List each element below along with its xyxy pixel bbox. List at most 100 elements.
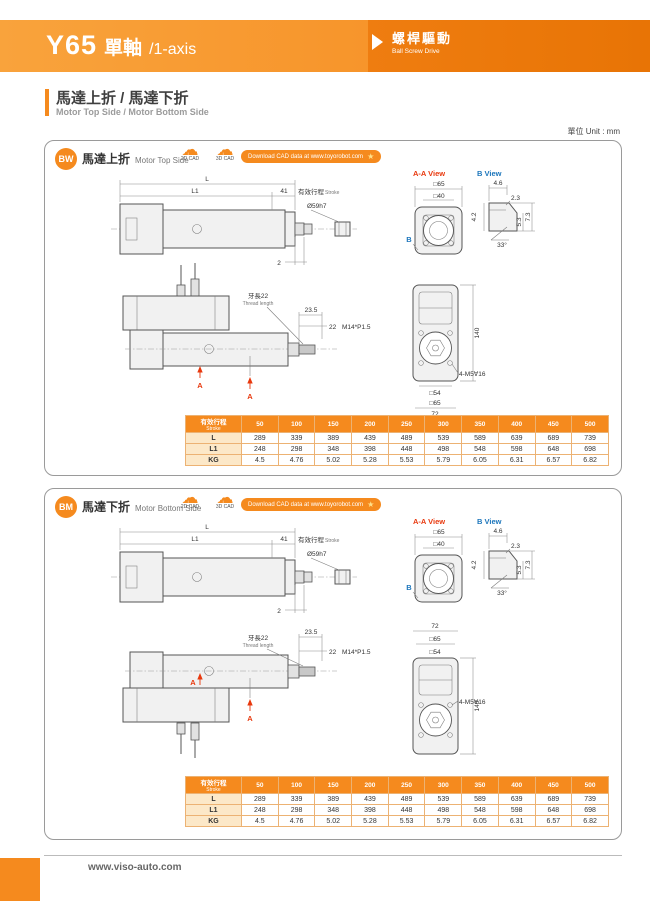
download-cad-banner[interactable]: Download CAD data at www.toyorobot.com ★: [241, 150, 382, 163]
bw-technical-drawing: L L1 41 有效行程 Stroke Ø59h7 2: [111, 169, 535, 418]
dim-L-label: L: [205, 176, 209, 183]
triangle-icon: [372, 33, 383, 50]
thread-length-label-cn: 牙長22: [248, 292, 269, 300]
thread-length-label-cn: 牙長22: [248, 634, 269, 642]
value-cell: 639: [497, 793, 536, 805]
value-cell: 539: [424, 793, 463, 805]
footer-divider: [44, 855, 622, 856]
aa-view: A-A View □65 □40 B: [406, 169, 463, 255]
stroke-column-header: 350: [461, 415, 499, 433]
motor-top-view-drawing: 牙長22 Thread length 23.5 22 M14*P1.5 A A: [122, 263, 371, 401]
value-cell: 589: [461, 793, 499, 805]
row-label-cell: L: [185, 432, 242, 444]
value-cell: 6.82: [571, 454, 609, 466]
aa-view-title: A-A View: [413, 517, 445, 526]
value-cell: 6.05: [461, 815, 499, 827]
value-cell: 739: [571, 793, 609, 805]
footer-corner-accent: [0, 858, 40, 901]
dim-4-6-label: 4.6: [493, 528, 502, 535]
dim-L-label: L: [205, 524, 209, 531]
stroke-column-header: 150: [314, 776, 353, 794]
value-cell: 489: [387, 432, 426, 444]
section-subtitle: Motor Top Side / Motor Bottom Side: [56, 107, 209, 117]
dim-L1-label: L1: [191, 188, 199, 195]
dim-54-label: □54: [429, 390, 441, 397]
value-cell: 5.79: [424, 454, 463, 466]
value-cell: 4.76: [277, 815, 316, 827]
value-cell: 389: [314, 793, 353, 805]
title-en: /1-axis: [149, 41, 197, 58]
cad-3d-button[interactable]: ☁↓ 3D CAD: [210, 141, 240, 162]
value-cell: 289: [241, 793, 279, 805]
title-cn: 單軸: [104, 38, 143, 59]
value-cell: 598: [497, 443, 536, 455]
thread-spec-label: M14*P1.5: [342, 324, 371, 331]
section-a-label: A: [247, 714, 253, 723]
stroke-column-header: 50: [241, 776, 279, 794]
badge-en: Ball Screw Drive: [392, 48, 440, 55]
cloud-download-icon: ☁↓: [210, 489, 240, 507]
section-a-label: A: [197, 381, 203, 390]
thread-length-label-en: Thread length: [243, 301, 274, 307]
panel-heading: 馬達下折 Motor Bottom Side: [82, 498, 201, 515]
dim-72-label: 72: [431, 623, 439, 630]
stroke-label-en: Stroke: [325, 190, 340, 196]
badge-cn: 螺桿驅動: [392, 31, 453, 46]
cad-3d-button[interactable]: ☁↓ 3D CAD: [210, 489, 240, 510]
value-cell: 339: [277, 432, 316, 444]
page-title: Y65 單軸 /1-axis: [46, 30, 196, 61]
value-cell: 339: [277, 793, 316, 805]
value-cell: 289: [241, 432, 279, 444]
b-mark-label: B: [406, 583, 412, 592]
dim-54-label: □54: [429, 649, 441, 656]
thread-length-label-en: Thread length: [243, 643, 274, 649]
download-cad-banner[interactable]: Download CAD data at www.toyorobot.com ★: [241, 498, 382, 511]
dim-22-label: 22: [329, 649, 337, 656]
dim-40-label: □40: [433, 541, 445, 548]
value-cell: 689: [534, 432, 573, 444]
down-arrow-icon: ↓: [221, 498, 225, 507]
dim-65-label: □65: [433, 181, 445, 188]
unit-label-top: 單位 Unit : mm: [567, 127, 620, 136]
thread-spec-label: M14*P1.5: [342, 649, 371, 656]
b-view: B View 4.6 2.3 4.2 5.3 7.3 33°: [471, 517, 535, 597]
b-view-title: B View: [477, 169, 502, 178]
value-cell: 248: [241, 443, 279, 455]
cad-download-icons: ☁↓ 2D CAD ☁↓ 3D CAD: [175, 141, 240, 162]
mounting-holes-label: 4-M5∀16: [459, 698, 486, 706]
value-cell: 548: [461, 804, 499, 816]
value-cell: 598: [497, 804, 536, 816]
value-cell: 398: [351, 804, 389, 816]
dim-65-label: □65: [433, 529, 445, 536]
stroke-column-header: 500: [571, 415, 609, 433]
cad-3d-label: 3D CAD: [215, 504, 235, 510]
stroke-column-header: 200: [351, 776, 389, 794]
value-cell: 6.05: [461, 454, 499, 466]
dim-7-3-label: 7.3: [525, 560, 532, 569]
stroke-column-header: 200: [351, 415, 389, 433]
value-cell: 4.76: [277, 454, 316, 466]
value-cell: 5.02: [314, 815, 353, 827]
stroke-column-header: 250: [387, 415, 426, 433]
star-icon: ★: [367, 500, 375, 509]
angle-33-label: 33°: [497, 241, 507, 249]
stroke-column-header: 400: [497, 776, 536, 794]
cad-2d-button[interactable]: ☁↓ 2D CAD: [175, 141, 205, 162]
bm-technical-drawing: L L1 41 有效行程 Stroke Ø59h7 2: [111, 517, 535, 758]
value-cell: 448: [387, 804, 426, 816]
value-cell: 248: [241, 804, 279, 816]
cad-3d-label: 3D CAD: [215, 156, 235, 162]
dim-4-2-label: 4.2: [471, 560, 478, 569]
panel-title-cn: 馬達上折: [82, 152, 131, 166]
star-icon: ★: [367, 152, 375, 161]
side-view-drawing: L L1 41 有效行程 Stroke Ø59h7 2: [111, 524, 357, 615]
section-a-label: A: [247, 392, 253, 401]
footer-url: www.viso-auto.com: [88, 862, 182, 873]
panel-code-badge: BM: [55, 496, 77, 518]
dim-2-3-label: 2.3: [511, 195, 520, 202]
cad-2d-button[interactable]: ☁↓ 2D CAD: [175, 489, 205, 510]
cad-download-icons: ☁↓ 2D CAD ☁↓ 3D CAD: [175, 489, 240, 510]
